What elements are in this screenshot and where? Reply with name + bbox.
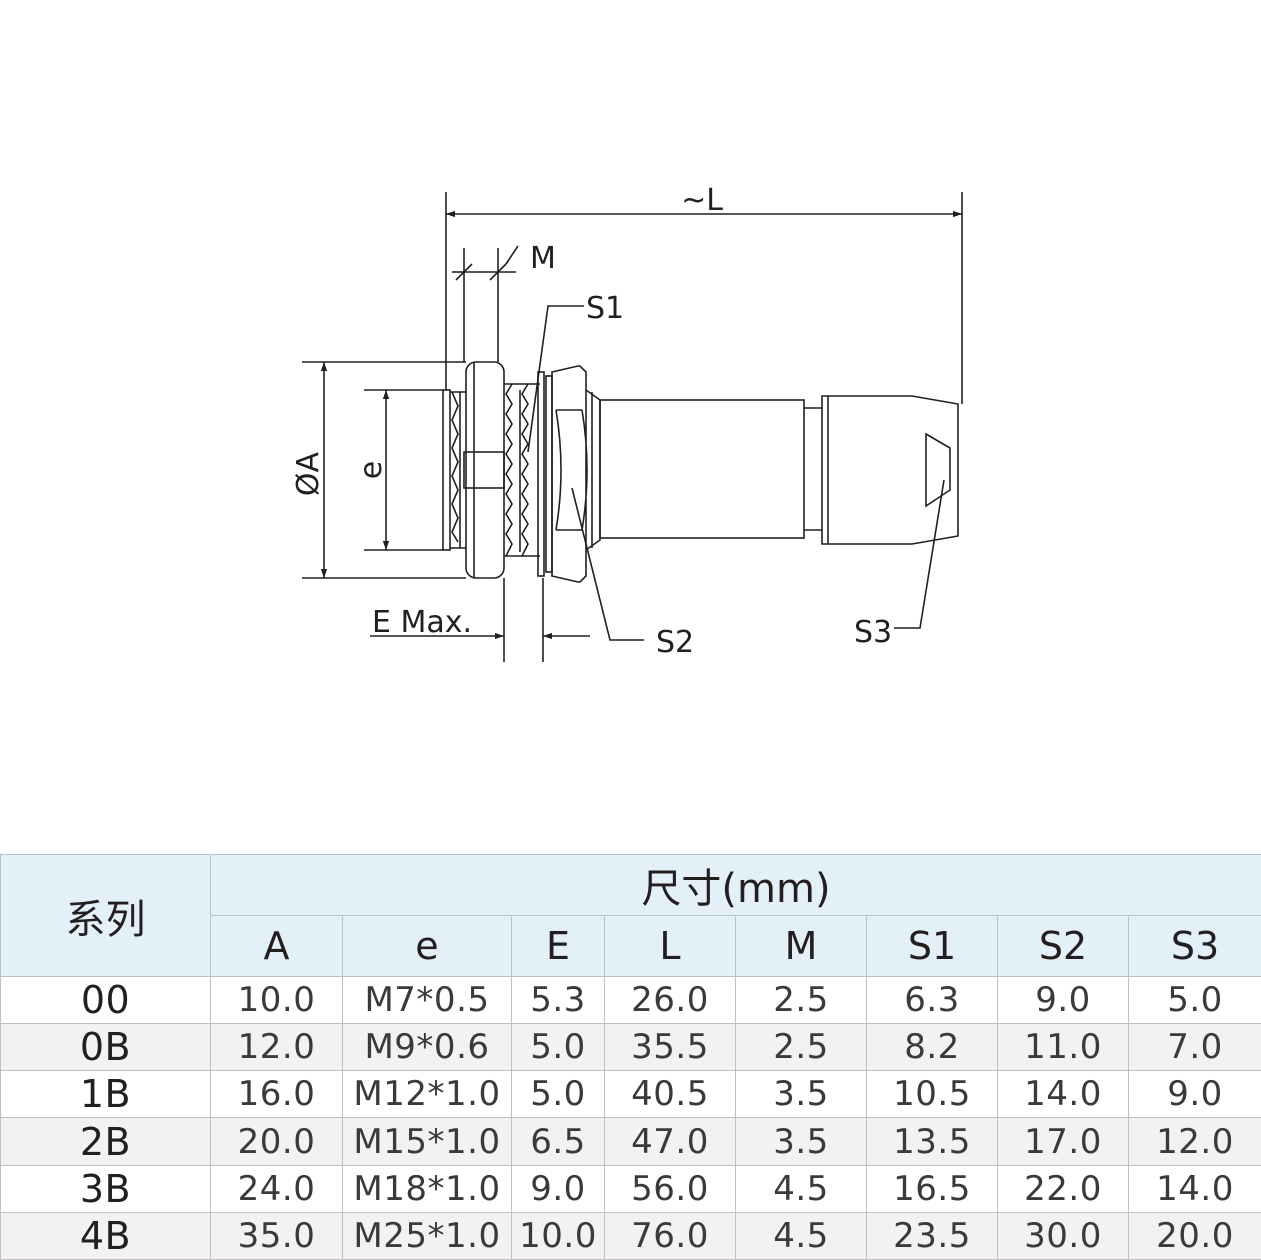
table-cell: 3.5: [735, 1117, 867, 1166]
column-header: S2: [997, 915, 1129, 977]
table-cell: 9.0: [1127, 1070, 1261, 1119]
table-row: 0B 12.0 M9*0.6 5.0 35.5 2.5 8.2 11.0 7.0: [0, 1023, 1261, 1072]
table-cell: M18*1.0: [342, 1164, 512, 1213]
series-cell: 0B: [0, 1023, 211, 1072]
table-cell: 12.0: [210, 1023, 343, 1072]
table-cell: 7.0: [1127, 1023, 1261, 1072]
series-header: 系列: [0, 854, 211, 977]
table-cell: 10.0: [210, 975, 343, 1025]
table-cell: 5.3: [511, 975, 605, 1025]
table-cell: 24.0: [210, 1164, 343, 1213]
table-cell: 14.0: [997, 1070, 1129, 1119]
table-row: 2B 20.0 M15*1.0 6.5 47.0 3.5 13.5 17.0 1…: [0, 1117, 1261, 1166]
table-cell: 8.2: [866, 1023, 998, 1072]
series-cell: 2B: [0, 1117, 211, 1166]
column-header: e: [342, 915, 512, 977]
washer: [537, 371, 545, 577]
label-E: E Max.: [372, 605, 472, 640]
table-cell: 13.5: [866, 1117, 998, 1166]
series-cell: 1B: [0, 1070, 211, 1119]
table-row: 00 10.0 M7*0.5 5.3 26.0 2.5 6.3 9.0 5.0: [0, 975, 1261, 1025]
table-cell: 5.0: [1127, 975, 1261, 1025]
column-header: S1: [866, 915, 998, 977]
series-cell: 4B: [0, 1211, 211, 1260]
column-header: L: [604, 915, 736, 977]
table-cell: 3.5: [735, 1070, 867, 1119]
table-cell: 16.5: [866, 1164, 998, 1213]
connector-drawing: ~L M S1 S2 S3 E Max. ØA e: [291, 183, 963, 662]
table-cell: 12.0: [1127, 1117, 1261, 1166]
table-row: 1B 16.0 M12*1.0 5.0 40.5 3.5 10.5 14.0 9…: [0, 1070, 1261, 1119]
table-cell: M12*1.0: [342, 1070, 512, 1119]
table-cell: 56.0: [604, 1164, 736, 1213]
table-cell: 17.0: [997, 1117, 1129, 1166]
leader-S3: [894, 479, 945, 629]
table-cell: 11.0: [997, 1023, 1129, 1072]
table-cell: 6.3: [866, 975, 998, 1025]
table-row: 4B 35.0 M25*1.0 10.0 76.0 4.5 23.5 30.0 …: [0, 1211, 1261, 1260]
label-M: M: [530, 241, 556, 276]
label-S2: S2: [656, 625, 694, 660]
series-cell: 3B: [0, 1164, 211, 1213]
table-cell: 23.5: [866, 1211, 998, 1260]
table-cell: M25*1.0: [342, 1211, 512, 1260]
table-cell: 9.0: [511, 1164, 605, 1213]
column-header: M: [735, 915, 867, 977]
table-cell: 5.0: [511, 1023, 605, 1072]
column-header: S3: [1127, 915, 1261, 977]
table-cell: 22.0: [997, 1164, 1129, 1213]
flange-key: [463, 451, 505, 489]
lock-washer: [545, 375, 553, 573]
table-cell: 14.0: [1127, 1164, 1261, 1213]
clamp-flat: [925, 432, 951, 508]
front-face: [442, 389, 451, 551]
table-cell: 9.0: [997, 975, 1129, 1025]
column-header: A: [210, 915, 343, 977]
label-S3: S3: [854, 615, 892, 650]
column-header: E: [511, 915, 605, 977]
flange: [465, 361, 505, 579]
table-cell: 5.0: [511, 1070, 605, 1119]
label-L: ~L: [681, 183, 723, 218]
body-thread: [504, 383, 540, 557]
table-cell: M9*0.6: [342, 1023, 512, 1072]
table-cell: 6.5: [511, 1117, 605, 1166]
table-cell: 30.0: [997, 1211, 1129, 1260]
table-cell: 76.0: [604, 1211, 736, 1260]
series-cell: 00: [0, 975, 211, 1025]
front-thread: [450, 391, 466, 549]
hex-nut: [551, 365, 588, 583]
table-cell: 20.0: [1127, 1211, 1261, 1260]
table-cell: 10.0: [511, 1211, 605, 1260]
table-cell: 40.5: [604, 1070, 736, 1119]
table-cell: 35.0: [210, 1211, 343, 1260]
dimensions-table: 系列 尺寸(mm) A e E L M S1 S2 S3 00 10.0 M7*…: [0, 854, 1261, 1260]
rear-sleeve: [599, 399, 805, 539]
table-cell: 47.0: [604, 1117, 736, 1166]
table-cell: M15*1.0: [342, 1117, 512, 1166]
table-cell: 35.5: [604, 1023, 736, 1072]
table-cell: 20.0: [210, 1117, 343, 1166]
leader-S1: [527, 305, 584, 453]
label-A: ØA: [291, 451, 326, 496]
table-cell: 2.5: [735, 1023, 867, 1072]
clamp-nut: [821, 395, 959, 545]
dimensions-group-header: 尺寸(mm): [209, 854, 1261, 916]
leader-S2: [571, 487, 644, 641]
table-cell: 16.0: [210, 1070, 343, 1119]
table-cell: 26.0: [604, 975, 736, 1025]
table-cell: 10.5: [866, 1070, 998, 1119]
table-cell: 4.5: [735, 1211, 867, 1260]
label-e: e: [354, 461, 389, 479]
table-row: 3B 24.0 M18*1.0 9.0 56.0 4.5 16.5 22.0 1…: [0, 1164, 1261, 1213]
table-cell: M7*0.5: [342, 975, 512, 1025]
table-cell: 2.5: [735, 975, 867, 1025]
label-S1: S1: [586, 291, 624, 326]
table-cell: 4.5: [735, 1164, 867, 1213]
